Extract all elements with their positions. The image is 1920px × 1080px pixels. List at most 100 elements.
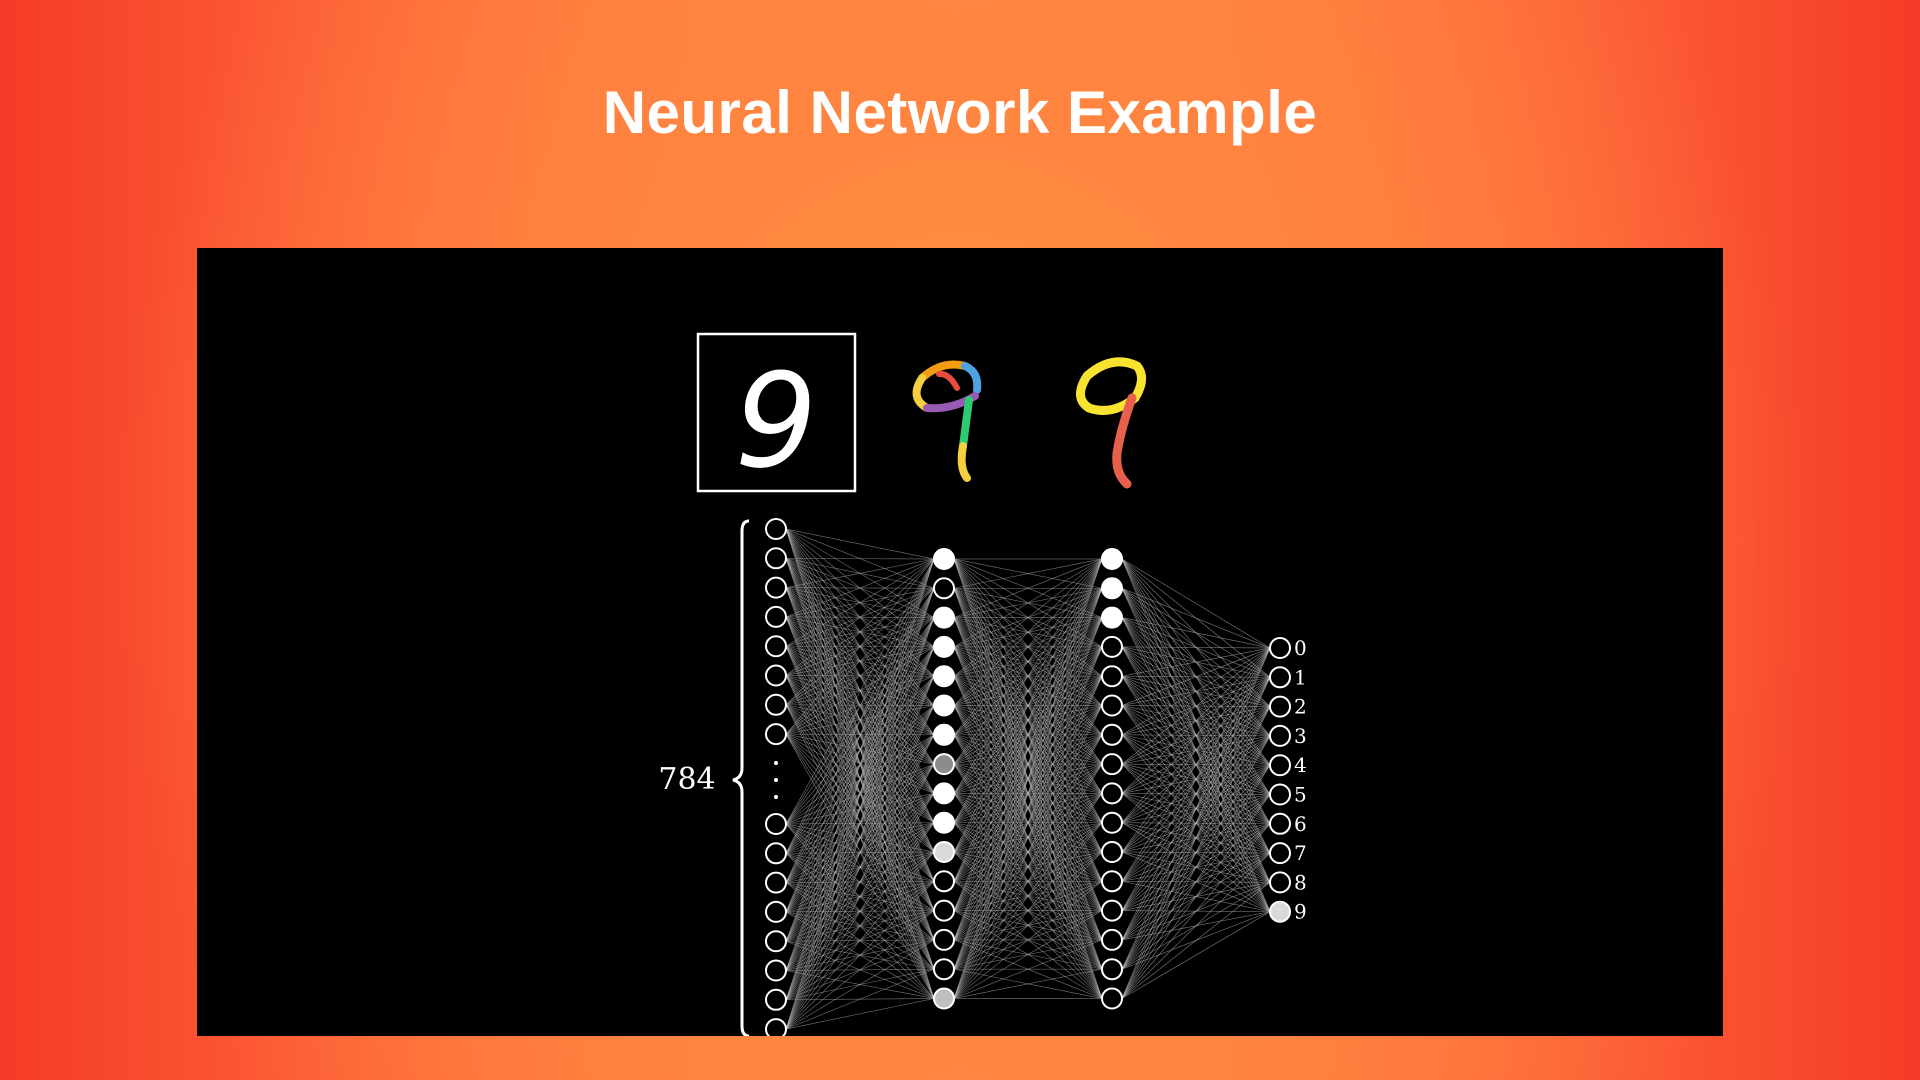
connection-edge — [785, 910, 935, 1030]
connection-edge — [785, 558, 935, 971]
connection-edge — [785, 558, 935, 913]
page-title: Neural Network Example — [602, 79, 1318, 146]
connection-edge — [785, 528, 935, 560]
hidden1-neuron — [933, 577, 955, 600]
hidden2-neuron — [1101, 635, 1123, 658]
connection-edge — [1121, 587, 1271, 649]
connection-edge — [953, 558, 1103, 823]
hidden2-neuron — [1101, 841, 1123, 863]
hidden2-neuron — [1101, 870, 1123, 893]
connection-edge — [1121, 735, 1271, 999]
input-neuron — [765, 605, 787, 628]
connection-edge — [953, 646, 1103, 999]
connection-edge — [785, 617, 935, 1030]
hidden2-neuron — [1101, 782, 1123, 805]
connection-edge — [785, 558, 935, 588]
input-neuron — [765, 664, 787, 687]
connection-edge — [953, 558, 1103, 853]
connection-edge — [1121, 647, 1271, 911]
connection-edge — [953, 910, 1103, 999]
input-neuron — [765, 547, 787, 570]
connection-edge — [785, 822, 935, 1030]
hidden2-neuron — [1101, 958, 1123, 981]
hidden2-neuron — [1101, 577, 1123, 600]
part-features-digit — [1076, 357, 1146, 489]
hidden1-neuron — [933, 841, 955, 863]
connection-edge — [785, 557, 935, 560]
hidden1-neuron — [933, 694, 955, 717]
connection-edge — [953, 588, 1103, 999]
hidden2-neuron — [1101, 987, 1123, 1010]
connection-edge — [953, 558, 1103, 648]
connection-edge — [1121, 706, 1271, 999]
output-label-1: 1 — [1294, 665, 1307, 689]
connection-edge — [953, 558, 1103, 999]
connection-edge — [953, 558, 1103, 970]
connection-edge — [1121, 647, 1271, 736]
hidden1-neuron — [933, 665, 955, 688]
connection-edge — [785, 793, 935, 1030]
connection-edge — [1121, 647, 1271, 706]
hidden1-neuron — [933, 928, 955, 951]
input-brace — [732, 519, 750, 1036]
hidden1-neuron — [933, 723, 955, 746]
connection-edge — [1121, 765, 1271, 999]
connection-edge — [1121, 882, 1271, 999]
network-connections — [785, 528, 1271, 1030]
connection-edge — [953, 558, 1103, 882]
connection-edge — [953, 558, 1103, 765]
hidden1-neuron — [933, 606, 955, 629]
input-digit-image: 9 — [696, 332, 857, 497]
hidden1-neuron — [933, 987, 955, 1010]
connection-edge — [785, 558, 935, 735]
hidden1-neuron — [933, 870, 955, 893]
hidden2-neuron — [1101, 928, 1123, 951]
output-neuron — [1269, 842, 1291, 865]
connection-edge — [1121, 646, 1271, 649]
hidden2-neuron — [1101, 899, 1123, 922]
connection-edge — [785, 558, 935, 883]
connection-edge — [1121, 617, 1271, 649]
connection-edge — [953, 558, 1103, 589]
connection-edge — [953, 617, 1103, 999]
output-neuron — [1269, 724, 1291, 747]
connection-edge — [953, 558, 1103, 736]
connection-edge — [953, 558, 1103, 677]
connection-edge — [785, 558, 935, 942]
input-digit-glyph: 9 — [735, 345, 818, 497]
digit-stroke-segment — [959, 396, 973, 450]
connection-edge — [1121, 677, 1271, 999]
connection-edge — [785, 998, 935, 1030]
connection-edge — [785, 734, 935, 1030]
connection-edge — [785, 558, 935, 854]
edge-features-digit — [912, 360, 982, 482]
connection-edge — [1121, 647, 1271, 853]
connection-edge — [953, 558, 1103, 794]
input-count-label: 784 — [658, 762, 715, 797]
connection-edge — [953, 558, 1103, 706]
connection-edge — [785, 676, 935, 1030]
connection-edge — [953, 558, 1103, 618]
output-label-2: 2 — [1294, 695, 1307, 719]
output-neuron — [1269, 812, 1291, 835]
input-neuron — [765, 1018, 787, 1036]
connection-edge — [953, 705, 1103, 999]
output-label-6: 6 — [1294, 812, 1307, 836]
input-neuron — [765, 576, 787, 599]
input-neuron — [765, 518, 787, 540]
output-label-8: 8 — [1294, 870, 1307, 894]
ellipsis-dot — [774, 778, 778, 782]
hidden2-neuron — [1101, 694, 1123, 717]
input-neuron — [765, 813, 787, 835]
hidden1-neuron — [933, 782, 955, 805]
connection-edge — [953, 763, 1103, 999]
connection-edge — [953, 734, 1103, 999]
input-neuron — [765, 871, 787, 894]
input-neuron — [765, 930, 787, 953]
input-neuron — [765, 635, 787, 658]
connection-edge — [1121, 911, 1271, 999]
hidden1-neuron — [933, 635, 955, 658]
connection-edge — [1121, 647, 1271, 765]
